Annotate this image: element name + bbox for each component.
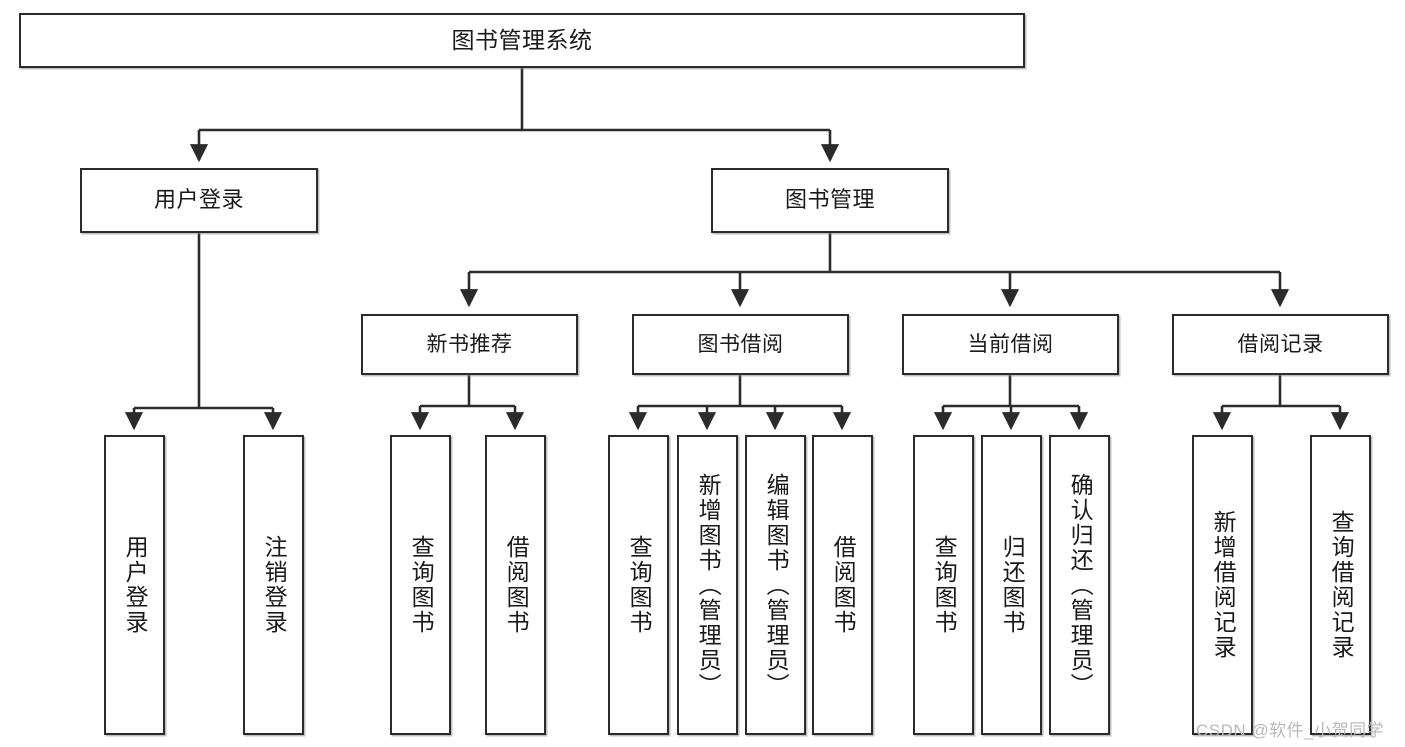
- node-current-borrow[interactable]: 当前借阅: [902, 314, 1119, 375]
- node-borrow-record[interactable]: 借阅记录: [1172, 314, 1389, 375]
- node-new-book-recommend[interactable]: 新书推荐: [361, 314, 578, 375]
- node-leaf-edit-book-label: 编辑图书（管理员）: [763, 472, 790, 698]
- node-leaf-user-login[interactable]: 用户登录: [104, 435, 165, 735]
- node-book-borrow[interactable]: 图书借阅: [632, 314, 849, 375]
- node-leaf-return-book[interactable]: 归还图书: [981, 435, 1042, 735]
- node-book-management[interactable]: 图书管理: [711, 168, 949, 233]
- node-leaf-borrow-book-label: 借阅图书: [830, 535, 857, 635]
- node-user-login[interactable]: 用户登录: [80, 168, 318, 233]
- node-leaf-query-record-label: 查询借阅记录: [1328, 510, 1355, 660]
- node-leaf-newbook-query-label: 查询图书: [408, 535, 435, 635]
- node-leaf-borrow-query-label: 查询图书: [626, 535, 653, 635]
- node-leaf-confirm-return[interactable]: 确认归还（管理员）: [1049, 435, 1110, 735]
- node-root-system-label: 图书管理系统: [451, 27, 593, 54]
- node-leaf-newbook-borrow-label: 借阅图书: [503, 535, 530, 635]
- node-user-login-label: 用户登录: [153, 187, 244, 213]
- node-leaf-newbook-query[interactable]: 查询图书: [390, 435, 451, 735]
- csdn-watermark: CSDN @软件_小贺同学: [1196, 721, 1385, 740]
- node-leaf-borrow-query[interactable]: 查询图书: [608, 435, 669, 735]
- node-leaf-confirm-return-label: 确认归还（管理员）: [1067, 472, 1094, 698]
- node-book-management-label: 图书管理: [784, 187, 875, 213]
- node-leaf-edit-book[interactable]: 编辑图书（管理员）: [745, 435, 806, 735]
- node-leaf-current-query[interactable]: 查询图书: [913, 435, 974, 735]
- node-borrow-record-label: 借阅记录: [1237, 332, 1324, 356]
- node-book-borrow-label: 图书借阅: [697, 332, 784, 356]
- node-leaf-user-login-label: 用户登录: [122, 535, 149, 635]
- node-leaf-current-query-label: 查询图书: [931, 535, 958, 635]
- node-new-book-recommend-label: 新书推荐: [426, 332, 513, 356]
- node-current-borrow-label: 当前借阅: [967, 332, 1054, 356]
- node-leaf-add-book[interactable]: 新增图书（管理员）: [677, 435, 738, 735]
- node-leaf-borrow-book[interactable]: 借阅图书: [812, 435, 873, 735]
- node-root-system[interactable]: 图书管理系统: [19, 13, 1025, 68]
- node-leaf-newbook-borrow[interactable]: 借阅图书: [485, 435, 546, 735]
- node-leaf-add-book-label: 新增图书（管理员）: [695, 472, 722, 698]
- node-leaf-return-book-label: 归还图书: [999, 535, 1026, 635]
- node-leaf-query-record[interactable]: 查询借阅记录: [1310, 435, 1371, 735]
- node-leaf-logout[interactable]: 注销登录: [243, 435, 304, 735]
- node-leaf-add-record-label: 新增借阅记录: [1210, 510, 1237, 660]
- node-leaf-add-record[interactable]: 新增借阅记录: [1192, 435, 1253, 735]
- node-leaf-logout-label: 注销登录: [261, 535, 288, 635]
